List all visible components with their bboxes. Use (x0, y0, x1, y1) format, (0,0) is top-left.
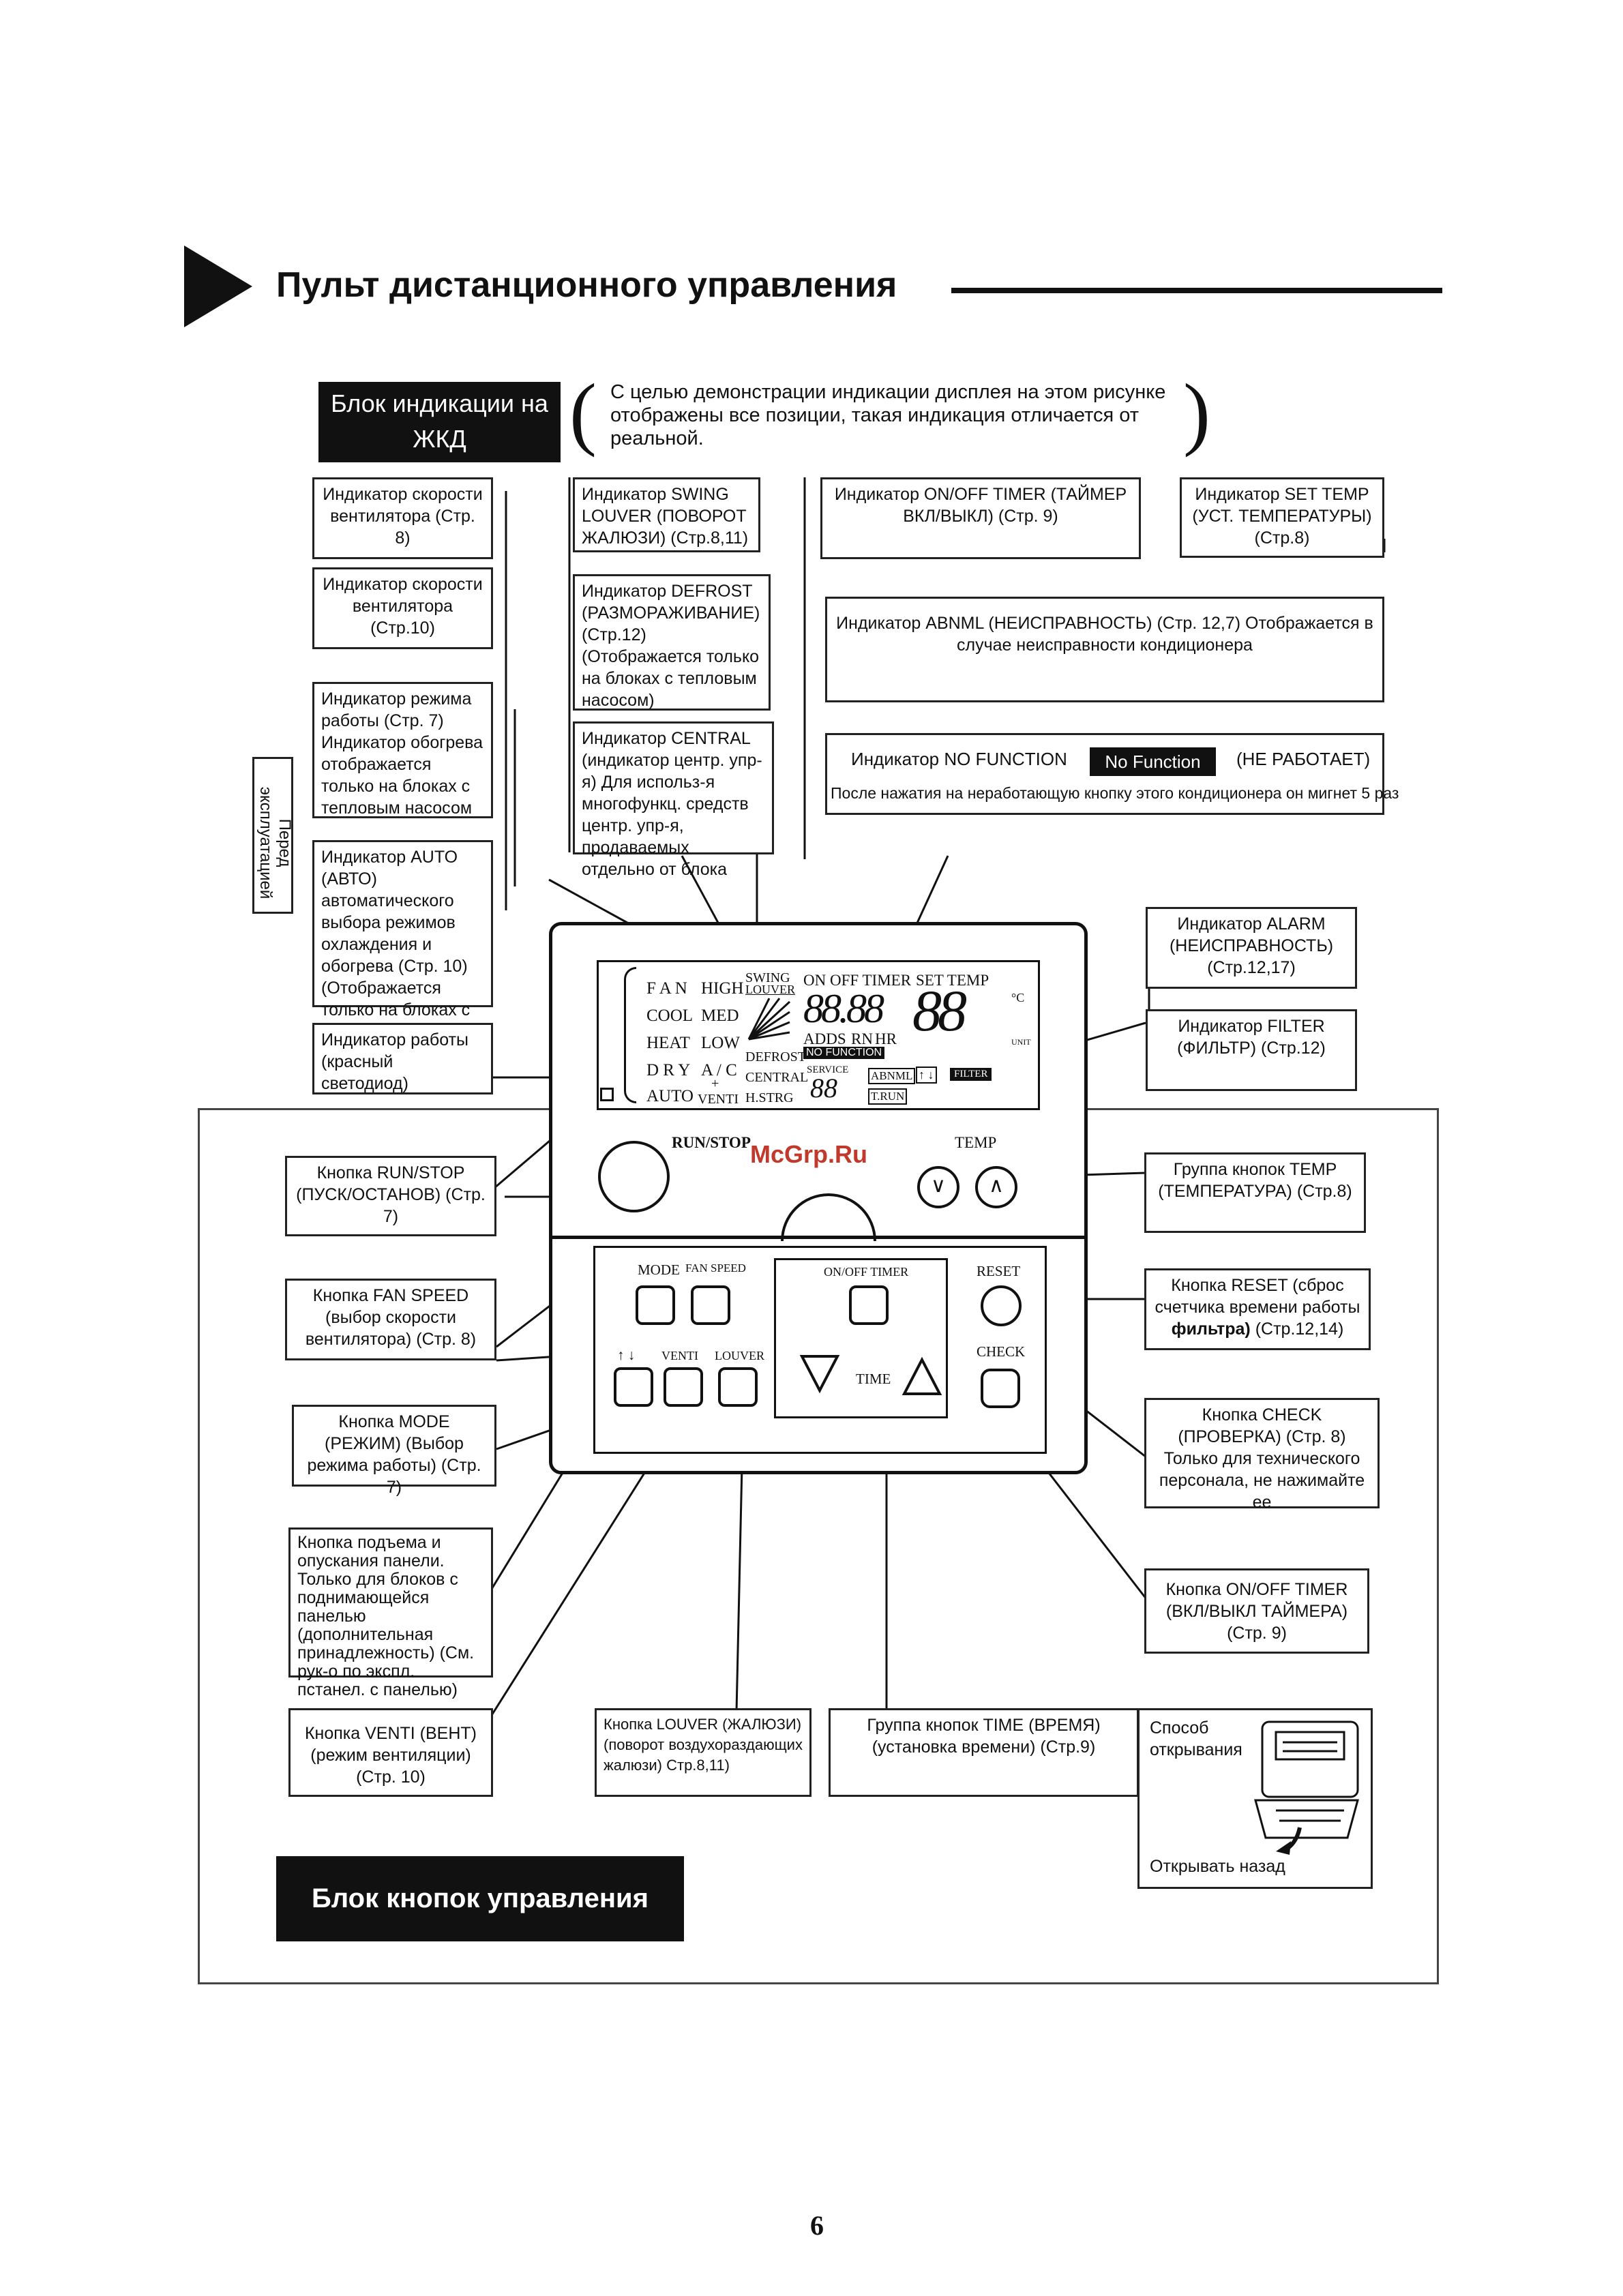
title-arrow-icon (184, 245, 252, 327)
lcd-service-digits: 88 (810, 1073, 837, 1103)
callout-abnml: Индикатор ABNML (НЕИСПРАВНОСТЬ) (Стр. 12… (825, 597, 1384, 702)
lcd-filter: FILTER (950, 1068, 992, 1081)
callout-run-led: Индикатор работы (красный светодиод) (312, 1023, 493, 1094)
callout-run-stop-button: Кнопка RUN/STOP (ПУСК/ОСТАНОВ) (Стр. 7) (285, 1156, 496, 1236)
callout-louver-button: Кнопка LOUVER (ЖАЛЮЗИ) (поворот воздухор… (595, 1708, 812, 1797)
callout-fan-speed-indicator-2: Индикатор скорости вентилятора (Стр.10) (312, 567, 493, 649)
page-number: 6 (810, 2210, 824, 2241)
lcd-screen: F A N HIGH COOL MED HEAT LOW D R Y A / C… (597, 960, 1040, 1110)
louver-label: LOUVER (715, 1349, 764, 1362)
fan-speed-label: FAN SPEED (685, 1262, 746, 1274)
callout-swing: Индикатор SWING LOUVER (ПОВОРОТ ЖАЛЮЗИ) … (573, 477, 760, 552)
callout-mode-indicator: Индикатор режима работы (Стр. 7) Индикат… (312, 682, 493, 818)
callout-filter: Индикатор FILTER (ФИЛЬТР) (Стр.12) (1146, 1009, 1357, 1091)
callout-venti-button: Кнопка VENTI (ВЕНТ) (режим вентиляции) (… (288, 1708, 493, 1797)
callout-fan-speed-button: Кнопка FAN SPEED (выбор скорости вентиля… (285, 1279, 496, 1360)
on-off-timer-label: ON/OFF TIMER (824, 1265, 909, 1279)
reset-button[interactable] (981, 1285, 1022, 1326)
no-function-badge: No Function (1090, 747, 1216, 776)
timer-group (774, 1258, 948, 1418)
run-stop-label: RUN/STOP (672, 1134, 751, 1151)
lcd-no-function: NO FUNCTION (803, 1047, 885, 1059)
callout-mode-button: Кнопка MODE (РЕЖИМ) (Выбор режима работы… (292, 1405, 496, 1497)
callout-auto-indicator: Индикатор AUTO (АВТО) автоматического вы… (312, 840, 493, 1041)
updown-label: ↑ ↓ (617, 1347, 636, 1363)
time-up-button[interactable] (902, 1357, 942, 1398)
lcd-swing-fan-icon (747, 998, 791, 1041)
panel-divider (549, 1236, 1088, 1239)
callout-defrost: Индикатор DEFROST (РАЗМОРАЖИВАНИЕ) (Стр.… (573, 574, 771, 711)
lcd-timer-digits: 88.88 (803, 986, 884, 1031)
check-label: CHECK (977, 1343, 1026, 1360)
lcd-temp-digits: 88 (912, 978, 967, 1043)
callout-check-button: Кнопка CHECK (ПРОВЕРКА) (Стр. 8) Только … (1144, 1398, 1380, 1512)
callout-temp-group: Группа кнопок TEMP (ТЕМПЕРАТУРА) (Стр.8) (1144, 1152, 1366, 1233)
temp-up-button[interactable]: ∧ (975, 1166, 1017, 1208)
venti-label: VENTI (661, 1349, 698, 1362)
lcd-note: С целью демонстрации индикации дисплея н… (610, 381, 1166, 449)
remote-open-illustration (1254, 1720, 1359, 1855)
mode-label: MODE (638, 1262, 680, 1278)
time-label: TIME (856, 1371, 891, 1387)
lcd-section-header: Блок индикации на ЖКД (318, 382, 561, 462)
watermark: McGrp.Ru (750, 1140, 868, 1168)
close-paren: ) (1183, 367, 1210, 458)
run-led (600, 1088, 614, 1101)
fan-speed-button[interactable] (691, 1285, 730, 1325)
opening-method: Способ открывания Открывать назад (1137, 1708, 1373, 1889)
temp-down-button[interactable]: ∨ (917, 1166, 959, 1208)
check-button[interactable] (981, 1369, 1020, 1408)
callout-onoff-timer-indicator: Индикатор ON/OFF TIMER (ТАЙМЕР ВКЛ/ВЫКЛ)… (820, 477, 1141, 559)
updown-button[interactable] (614, 1367, 653, 1407)
callout-no-function: Индикатор NO FUNCTION No Function (НЕ РА… (825, 733, 1399, 815)
callout-reset-button: Кнопка RESET (сброс счетчика времени раб… (1144, 1268, 1371, 1350)
callout-alarm: Индикатор ALARM (НЕИСПРАВНОСТЬ) (Стр.12,… (1146, 907, 1357, 989)
time-down-button[interactable] (799, 1354, 840, 1395)
side-tab: Перед эксплуатацией (252, 757, 294, 914)
lcd-mode-bracket (624, 967, 636, 1103)
mode-button[interactable] (636, 1285, 675, 1325)
controls-section-header: Блок кнопок управления (276, 1856, 684, 1941)
venti-button[interactable] (664, 1367, 703, 1407)
page-title: Пульт дистанционного управления (276, 265, 897, 305)
on-off-timer-button[interactable] (849, 1285, 889, 1325)
callout-central: Индикатор CENTRAL (индикатор центр. упр-… (573, 721, 774, 879)
run-stop-button[interactable] (598, 1141, 670, 1212)
temp-label: TEMP (955, 1134, 997, 1151)
callout-onoff-timer-button: Кнопка ON/OFF TIMER (ВКЛ/ВЫКЛ ТАЙМЕРА) (… (1144, 1568, 1369, 1654)
callout-fan-speed-indicator-1: Индикатор скорости вентилятора (Стр. 8) (312, 477, 493, 559)
open-paren: ( (569, 367, 597, 458)
callout-set-temp: Индикатор SET TEMP (УСТ. ТЕМПЕРАТУРЫ) (С… (1180, 477, 1384, 558)
lower-panel (593, 1246, 1047, 1454)
louver-button[interactable] (718, 1367, 758, 1407)
callout-panel-button: Кнопка подъема и опускания панели. Тольк… (288, 1527, 493, 1699)
title-rule (951, 288, 1442, 293)
callout-time-group: Группа кнопок TIME (ВРЕМЯ) (установка вр… (829, 1708, 1139, 1797)
reset-label: RESET (977, 1263, 1021, 1279)
